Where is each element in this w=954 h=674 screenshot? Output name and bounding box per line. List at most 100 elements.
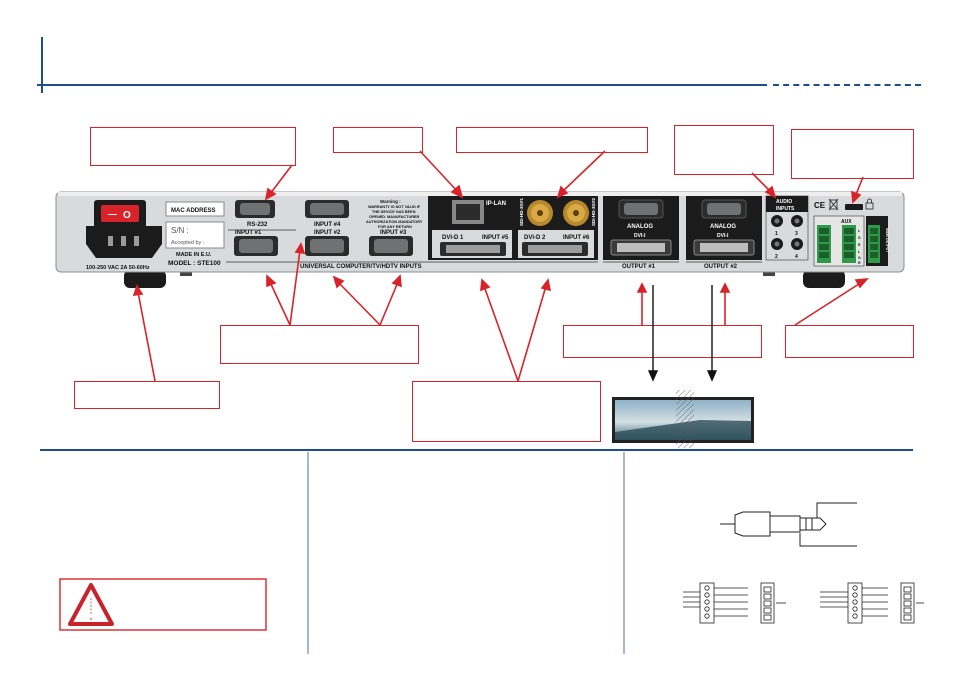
rs232-port: [235, 200, 275, 218]
jack-handle: [734, 511, 771, 537]
power-socket-pin-3: [134, 236, 139, 246]
audio-jack-4: [791, 238, 803, 250]
output2-analog-port: [701, 199, 747, 219]
callout-dvi-inputs: [412, 381, 601, 442]
dvi-d1-port: [440, 242, 506, 256]
terminal-label-1: L: [858, 229, 861, 233]
warranty-line-2: THE DEVICE HAS BEEN: [372, 210, 416, 214]
input1-port: [234, 236, 278, 256]
sn-label: [165, 221, 225, 249]
warranty-line-1: WARRANTY IS NOT VALID IF: [368, 205, 421, 209]
input2-port: [305, 236, 349, 256]
warning-triangle-icon: [68, 583, 114, 626]
power-switch-off-mark: —: [108, 209, 117, 219]
sn-text: S/N :: [171, 226, 189, 235]
audio-inputs-label-line1: AUDIO: [776, 199, 792, 205]
callout-sdi: [456, 127, 648, 153]
ce-mark: CE: [814, 201, 826, 210]
panel-foot-left: [124, 270, 166, 288]
output1-label: OUTPUT #1: [622, 264, 656, 270]
output2-label: OUTPUT #2: [704, 264, 738, 270]
arrow-main-output-head: [854, 278, 869, 289]
arrow-audio: [751, 172, 772, 193]
mac-label: [165, 201, 225, 217]
output1-analog-label: ANALOG: [627, 224, 653, 230]
panorama-overlap-zone: [676, 390, 694, 448]
terminal-label-5: G: [858, 256, 861, 260]
kensington-slot: [845, 204, 863, 210]
made-in-text: MADE IN E.U.: [176, 252, 212, 258]
header-rule: [37, 84, 767, 86]
input1-label: INPUT #1: [235, 230, 262, 236]
jack-sleeve: [769, 515, 801, 533]
output2-analog-label: ANALOG: [710, 224, 736, 230]
output2-dvi-label: DVI-I: [717, 233, 729, 239]
model-text: MODEL : STE100: [168, 260, 221, 267]
warning-exclamation-dot: [89, 617, 93, 621]
arrow-input1: [269, 281, 291, 326]
arrow-audio-head: [764, 185, 777, 199]
output2-dvi-port: [693, 239, 755, 256]
audio-inputs-label-line2: INPUTS: [776, 206, 795, 212]
panel-foot-mid2: [763, 270, 775, 276]
sdi1-label: SDI-HD-3G#1: [519, 197, 524, 226]
main-output-label: MAIN OUTPUT: [885, 228, 889, 253]
power-socket-pin-1: [108, 236, 113, 246]
panel-foot-mid1: [180, 270, 192, 276]
callout-ip-lan: [333, 127, 423, 153]
dvi-d2-label: DVI-D 2: [524, 235, 546, 241]
audio-number-3: 3: [795, 231, 798, 237]
arrow-kensington-head: [851, 190, 862, 204]
arrow-sdi-head: [556, 185, 569, 199]
universal-inputs-label: UNIVERSAL COMPUTER/TV/HDTV INPUTS: [300, 264, 422, 270]
terminal-label-3: R: [858, 243, 861, 247]
arrow-dvi2-head: [540, 278, 552, 292]
signal-line-output1-head: [647, 370, 659, 382]
arrow-power: [137, 291, 156, 382]
mac-address-text: MAC ADDRESS: [171, 208, 215, 214]
warranty-line-5: FOR ANY RETURN: [378, 225, 412, 229]
callout-power: [74, 381, 220, 409]
arrow-input4-head: [332, 275, 345, 289]
sdi1-bnc-connector: [527, 200, 553, 226]
input4-label: INPUT #4: [314, 222, 341, 228]
callout-kensington: [791, 129, 914, 179]
signal-line-output2-head: [706, 370, 718, 382]
header-vertical-rule: [41, 37, 43, 93]
audio-label-bg: [766, 196, 808, 212]
audio-jack-3: [791, 215, 803, 227]
arrow-power-head: [132, 284, 144, 296]
input3-port: [369, 236, 413, 256]
arrow-dvi2: [517, 285, 547, 382]
arrow-dvi1-head: [480, 278, 491, 292]
terminal-block-diagram-right: [820, 582, 924, 624]
terminal-label-2: G: [858, 236, 861, 240]
callout-outputs: [563, 325, 762, 358]
arrow-sdi: [561, 150, 606, 193]
ip-lan-label: IP-LAN: [486, 201, 506, 207]
header-dashed-rule: [773, 84, 921, 86]
callout-universal-inputs: [220, 325, 419, 364]
jack-plug-diagram: [720, 502, 857, 547]
power-switch-on-mark: O: [123, 210, 131, 221]
jack-tip-wire: [816, 502, 857, 518]
arrow-input3-head: [391, 274, 402, 288]
input3-label: INPUT #3: [380, 230, 407, 236]
panel-top-edge: [58, 192, 902, 196]
callout-arrows: [132, 150, 869, 382]
power-socket-pin-2: [121, 236, 126, 246]
aux-terminal-left: [817, 225, 831, 263]
terminal-label-6: R: [858, 261, 861, 265]
power-rating-text: 100-250 VAC 2A 50-60Hz: [86, 265, 150, 271]
output1-dvi-port: [610, 239, 672, 256]
power-switch: [101, 205, 139, 222]
output1-analog-port: [618, 199, 664, 219]
audio-jack-1: [771, 215, 783, 227]
input6-label: INPUT #6: [563, 235, 590, 241]
terminal-label-4: L: [858, 250, 861, 254]
audio-number-1: 1: [775, 231, 778, 237]
arrow-ip-lan-head: [450, 184, 464, 199]
arrow-ip-lan: [419, 150, 459, 193]
jack-tip: [811, 517, 827, 531]
